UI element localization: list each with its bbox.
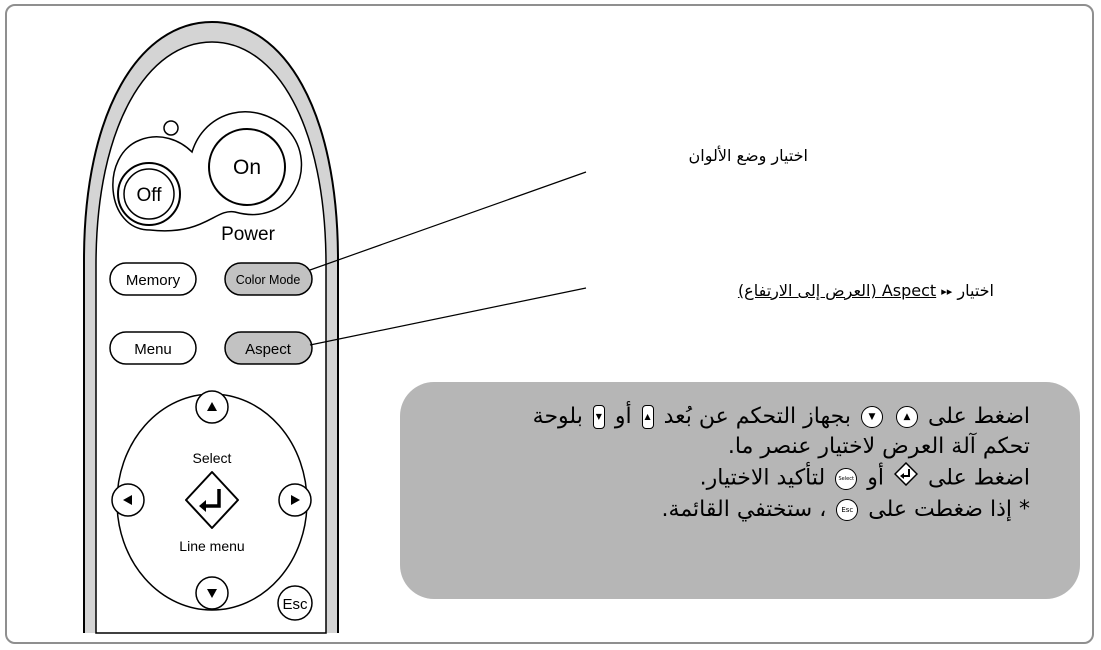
on-button-label: On [233,156,261,179]
color-mode-callout-text: اختيار وضع الألوان [688,146,809,165]
select-label: Select [193,450,232,466]
memory-button[interactable]: Memory [109,262,197,296]
aspect-callout-prefix: اختيار [957,281,994,300]
instruction-text: تحكم آلة العرض لاختيار عنصر ما. [727,434,1030,459]
nav-down-button[interactable] [195,576,229,610]
off-button[interactable]: Off [117,162,181,226]
memory-button-label: Memory [126,272,181,289]
glossary-arrow-icon: ▸▸ [941,285,953,298]
instruction-text: لتأكيد الاختيار. [699,465,826,491]
instruction-text: ، ستختفي القائمة. [661,497,827,522]
menu-button[interactable]: Menu [109,331,197,365]
instruction-text: أو [614,404,632,429]
aspect-button-label: Aspect [245,341,292,358]
menu-button-label: Menu [134,341,172,358]
instruction-line-1: اضغط على ▲ ▼ بجهاز التحكم عن بُعد ▲ أو ▼… [424,402,1030,432]
panel-select-button-icon: Select [835,467,858,490]
on-button[interactable]: On [208,128,286,206]
aspect-glossary-link[interactable]: Aspect (العرض إلى الارتفاع) [737,281,937,300]
up-button-icon: ▲ [895,406,918,428]
instruction-text: اضغط على [927,465,1030,491]
color-mode-leader [309,171,587,271]
panel-up-button-icon: ▲ [641,405,654,429]
down-button-icon: ▼ [860,406,883,428]
instruction-text: بجهاز التحكم عن بُعد [663,404,851,429]
color-mode-button[interactable]: Color Mode [224,262,313,296]
color-mode-callout: اختيار وضع الألوان [588,146,809,165]
instruction-text: أو [867,465,884,491]
instruction-line-3: اضغط على أو Select لتأكيد الاختيار. [424,461,1030,495]
aspect-callout: اختيار ▸▸ Aspect (العرض إلى الارتفاع) [586,281,994,300]
nav-right-button[interactable] [278,483,312,517]
instruction-panel: اضغط على ▲ ▼ بجهاز التحكم عن بُعد ▲ أو ▼… [400,382,1080,599]
instruction-text: اضغط على [927,404,1030,429]
line-menu-label: Line menu [179,538,244,554]
select-enter-button[interactable] [185,471,239,529]
instruction-text: بلوحة [532,404,583,429]
frame-border [5,4,1094,644]
aspect-leader [309,287,587,346]
instruction-line-2: تحكم آلة العرض لاختيار عنصر ما. [424,432,1030,462]
nav-up-button[interactable] [195,390,229,424]
indicator-led [163,120,179,136]
aspect-button[interactable]: Aspect [224,331,313,365]
off-button-label: Off [137,185,163,206]
esc-button-label: Esc [282,596,308,613]
panel-down-button-icon: ▼ [592,405,605,429]
select-enter-icon [893,461,919,495]
esc-button-icon: Esc [836,499,859,521]
esc-button[interactable]: Esc [277,585,313,621]
enter-icon [204,489,221,508]
instruction-text: * إذا ضغطت على [868,497,1030,522]
color-mode-button-label: Color Mode [236,273,301,287]
instruction-line-4: * إذا ضغطت على Esc ، ستختفي القائمة. [424,495,1030,525]
nav-left-button[interactable] [111,483,145,517]
power-label: Power [221,224,276,245]
